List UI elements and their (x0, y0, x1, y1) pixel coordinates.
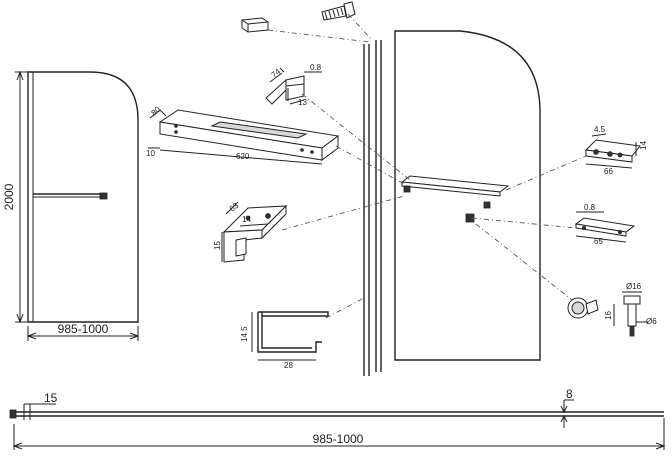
panel-height-label: 2000 (2, 183, 16, 210)
bottom-plate: 0.8 65 (574, 203, 636, 246)
front-view-panel (27, 71, 139, 323)
bracket-width-label: 63 (228, 201, 241, 214)
rail-length-label: 620 (236, 152, 250, 161)
screw-icon (321, 1, 356, 21)
overall-width-label: 985-1000 (313, 432, 364, 446)
glass-door-panel (394, 30, 541, 361)
glass-gap-label: 15 (44, 391, 58, 405)
knob-part: Ø16 16 Ø6 (567, 282, 657, 337)
panel-width-label: 985-1000 (58, 322, 109, 336)
knob-diameter-label: Ø16 (626, 282, 642, 291)
wall-profile-depth-label: 14.5 (240, 326, 249, 342)
plate-bottom-length-label: 65 (594, 237, 603, 246)
assembly-leader-lines (267, 13, 587, 319)
clip-thickness-label: 0.8 (310, 63, 322, 72)
bottom-plan-view: 15 8 985-1000 (9, 387, 666, 450)
bracket-height-label: 15 (213, 241, 222, 250)
door-hinge-fitting (400, 175, 510, 223)
clip-depth-label: 13 (298, 98, 307, 107)
bracket-hole-label: 14 (242, 215, 251, 224)
rail-depth-label: 80 (150, 105, 163, 118)
top-plate: 4.5 14 66 (584, 125, 648, 176)
rail-holder: 80 10 620 (146, 105, 340, 165)
plate-top-length-label: 66 (604, 167, 613, 176)
wall-block (241, 17, 269, 33)
knob-height-label: 16 (604, 311, 613, 320)
plate-top-depth-label: 14 (639, 141, 648, 150)
wall-profile: 14.5 28 (240, 311, 329, 370)
rail-height-label: 10 (146, 149, 155, 158)
bracket-part: 63 14 15 (213, 201, 288, 263)
knob-stem-label: Ø6 (646, 317, 657, 326)
glass-edge-view (363, 40, 382, 376)
clip-part: 74 0.8 13 (265, 63, 322, 107)
panel-width-dimension: 985-1000 (26, 322, 140, 341)
plate-bottom-thickness-label: 0.8 (584, 203, 596, 212)
wall-profile-width-label: 28 (284, 361, 293, 370)
panel-height-dimension: 2000 (2, 70, 28, 324)
plate-top-height-label: 4.5 (594, 125, 606, 134)
glass-thickness-label: 8 (566, 387, 573, 401)
